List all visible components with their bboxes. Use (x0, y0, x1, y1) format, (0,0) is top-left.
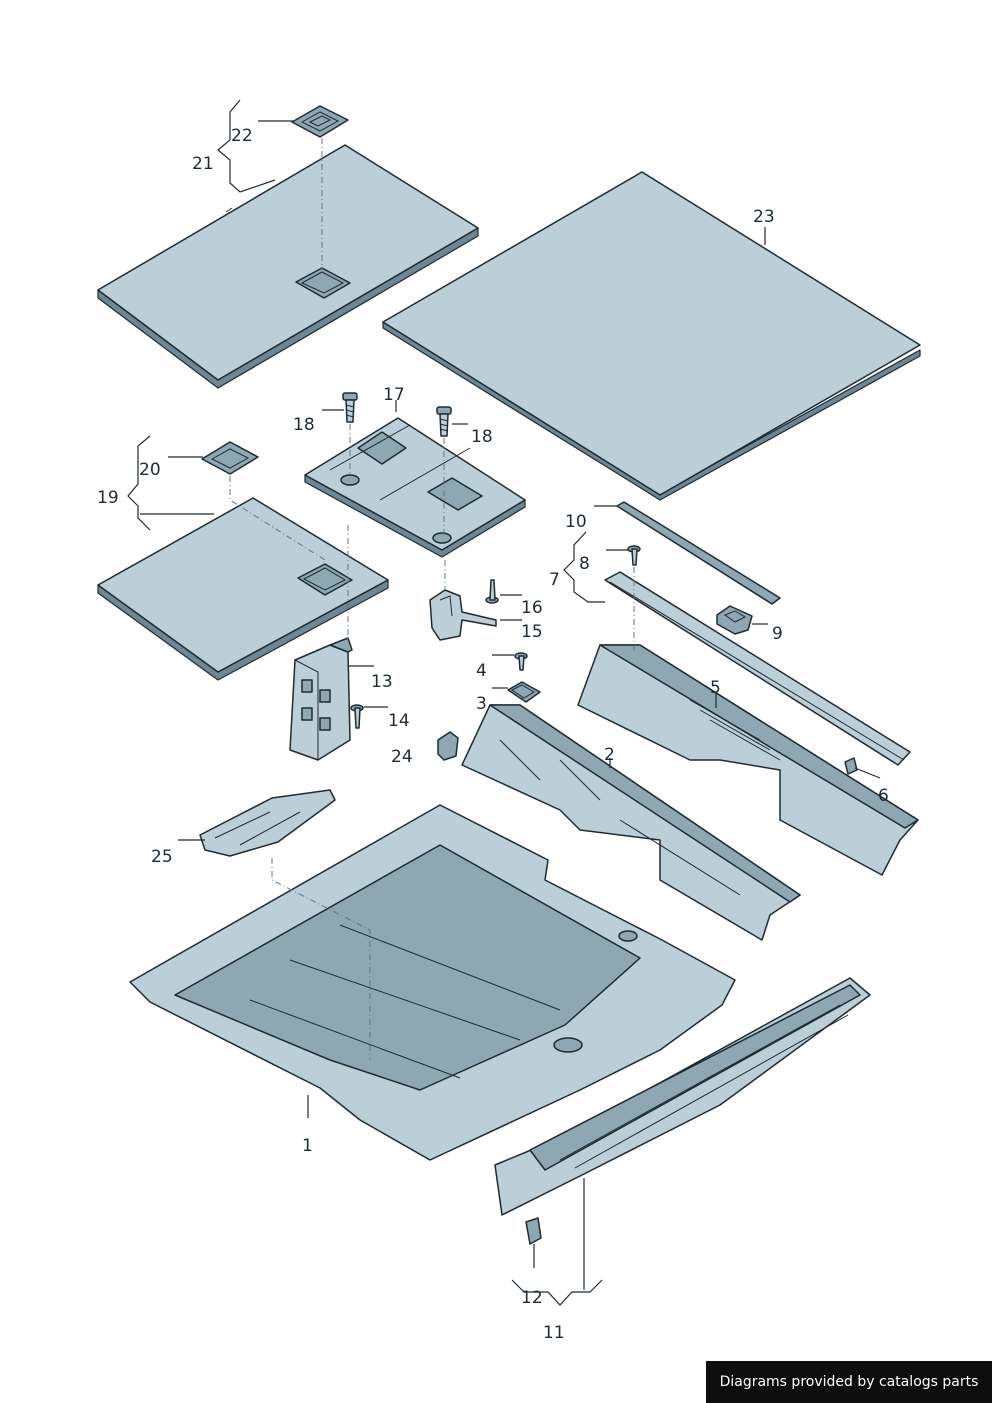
part-22-cover-cap-upper[interactable] (291, 105, 349, 138)
label-9: 9 (772, 624, 783, 644)
part-14-screw[interactable] (350, 704, 364, 729)
label-15: 15 (521, 622, 543, 642)
part-19-load-floor-lower[interactable] (97, 497, 389, 681)
part-24-clip[interactable] (437, 731, 459, 761)
part-7-sill-strip[interactable] (604, 571, 911, 766)
part-13-support-stand[interactable] (289, 637, 353, 761)
label-3: 3 (476, 694, 487, 714)
label-7: 7 (549, 570, 560, 590)
part-8-screw[interactable] (627, 545, 641, 566)
label-25: 25 (151, 847, 173, 867)
part-21-load-floor-upper[interactable] (97, 144, 479, 389)
label-8: 8 (579, 554, 590, 574)
label-14: 14 (388, 711, 410, 731)
catalog-credit-banner: Diagrams provided by catalogs parts (706, 1361, 992, 1403)
label-10: 10 (565, 512, 587, 532)
part-9-fastener[interactable] (716, 605, 753, 635)
label-21: 21 (192, 154, 214, 174)
label-19: 19 (97, 488, 119, 508)
label-5: 5 (710, 678, 721, 698)
part-18-screw-left[interactable] (342, 392, 358, 423)
label-12: 12 (521, 1288, 543, 1308)
part-5-side-trim-right[interactable] (577, 644, 919, 876)
label-2: 2 (604, 745, 615, 765)
part-16-bolt[interactable] (485, 579, 499, 604)
part-20-cover-cap-lower[interactable] (201, 441, 259, 475)
part-12-clip[interactable] (525, 1217, 542, 1245)
label-22: 22 (231, 126, 253, 146)
part-11-sill-trim[interactable] (494, 977, 871, 1216)
part-23-floor-cover[interactable] (382, 171, 921, 501)
part-3-retainer[interactable] (507, 681, 541, 703)
label-1: 1 (302, 1136, 313, 1156)
part-1-trunk-floor-trim[interactable] (129, 804, 736, 1161)
part-25-spacer[interactable] (199, 789, 336, 857)
part-6-clip[interactable] (844, 757, 858, 775)
label-24: 24 (391, 747, 413, 767)
leader-lines (127, 99, 881, 1306)
axis-25-1 (271, 858, 371, 1060)
catalog-credit-text: Diagrams provided by catalogs parts (719, 1374, 979, 1390)
label-18a: 18 (293, 415, 315, 435)
part-4-screw[interactable] (514, 652, 528, 671)
label-23: 23 (753, 207, 775, 227)
label-6: 6 (878, 786, 889, 806)
part-labels: 1 2 3 4 5 6 7 8 9 10 11 12 13 14 15 16 1… (97, 126, 889, 1343)
part-18-screw-right[interactable] (436, 406, 452, 437)
label-4: 4 (476, 661, 487, 681)
label-17: 17 (383, 385, 405, 405)
label-11: 11 (543, 1323, 565, 1343)
part-15-hinge-bracket[interactable] (429, 589, 497, 641)
part-17-bracket-plate[interactable] (304, 417, 526, 558)
label-16: 16 (521, 598, 543, 618)
part-2-side-trim-left[interactable] (461, 704, 801, 941)
label-20: 20 (139, 460, 161, 480)
part-10-seal-strip[interactable] (616, 501, 781, 605)
label-18b: 18 (471, 427, 493, 447)
label-13: 13 (371, 672, 393, 692)
